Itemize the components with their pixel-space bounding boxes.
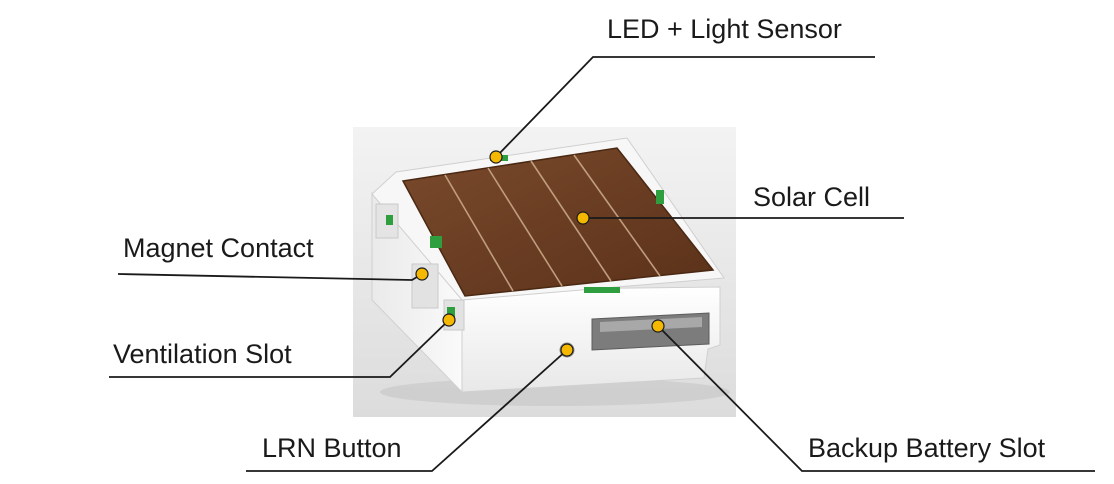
leader-ventilation-slot: [109, 319, 450, 378]
marker-lrn-button: [560, 343, 574, 357]
label-ventilation-slot: Ventilation Slot: [113, 339, 292, 369]
marker-led-light-sensor: [489, 150, 503, 164]
marker-ventilation-slot: [442, 313, 456, 327]
label-led-light-sensor: LED + Light Sensor: [607, 14, 842, 44]
leader-led-light-sensor: [495, 56, 875, 158]
leader-lines: [109, 56, 1095, 472]
label-magnet-contact: Magnet Contact: [123, 233, 314, 263]
label-backup-battery-slot: Backup Battery Slot: [808, 433, 1046, 463]
marker-magnet-contact: [415, 267, 429, 281]
marker-backup-battery-slot: [651, 319, 665, 333]
leader-lrn-button: [246, 349, 568, 472]
label-solar-cell: Solar Cell: [753, 182, 871, 212]
solar-panel: [401, 147, 715, 297]
marker-solar-cell: [576, 211, 590, 225]
label-lrn-button: LRN Button: [262, 433, 402, 463]
callout-markers: [415, 150, 665, 357]
leader-backup-battery-slot: [657, 325, 1095, 472]
housing-front-side: [461, 286, 721, 393]
solar-panel-stripes: [444, 154, 661, 292]
